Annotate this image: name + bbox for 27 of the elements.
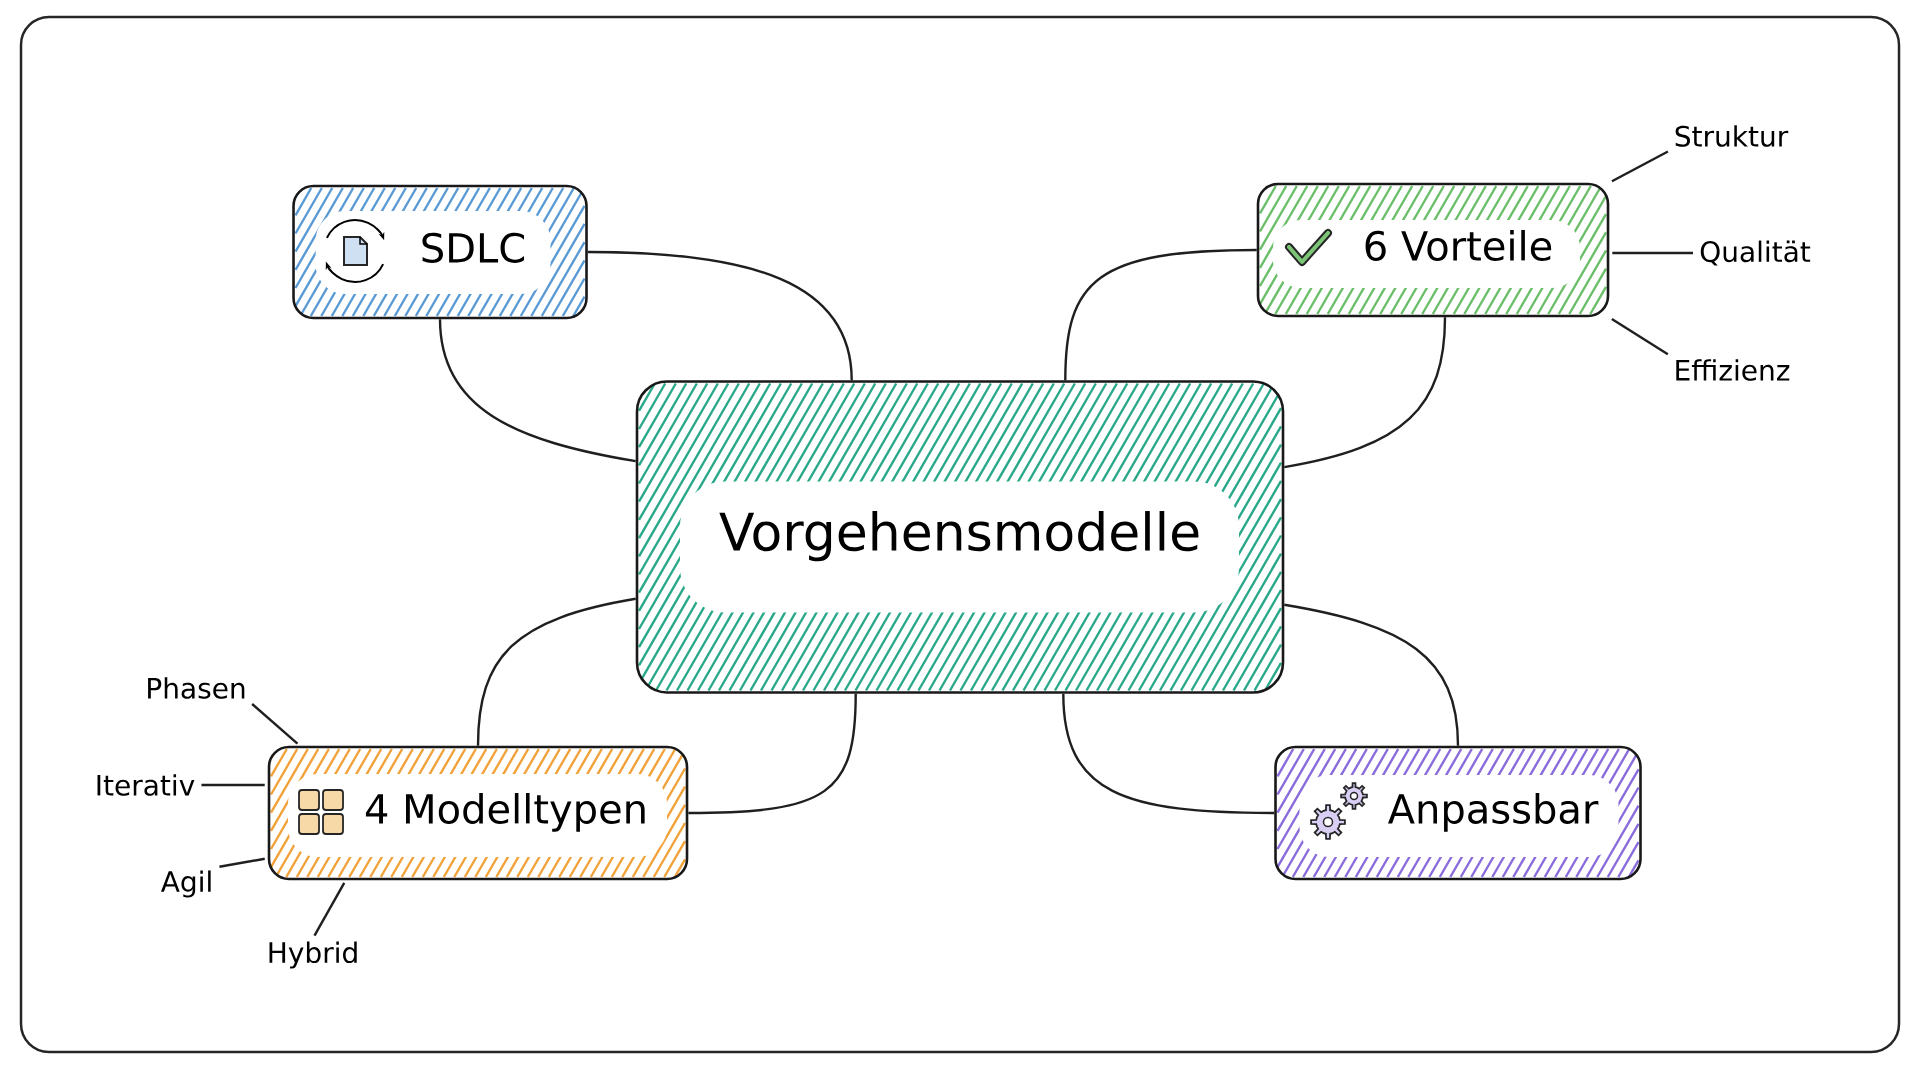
- branch-label: Effizienz: [1676, 359, 1790, 381]
- connector: [1064, 248, 1257, 381]
- leader-line: [313, 882, 346, 937]
- leader-line: [201, 783, 265, 787]
- branch-label: Struktur: [1675, 125, 1789, 147]
- topic-box: SDLC: [292, 184, 588, 320]
- connector: [1062, 693, 1275, 815]
- leader-line: [1611, 150, 1669, 183]
- leader-line: [1611, 317, 1669, 356]
- leader-line: [219, 857, 265, 868]
- branch-label: Iterativ: [97, 774, 195, 796]
- connector: [1284, 317, 1447, 469]
- topic-box: Anpassbar: [1274, 745, 1642, 881]
- leader-line: [251, 703, 299, 745]
- topic-box: 6 Vorteile: [1256, 182, 1610, 318]
- connector: [688, 693, 857, 815]
- connector: [587, 250, 853, 381]
- connector: [1284, 603, 1460, 746]
- branch-label: Agil: [161, 870, 211, 898]
- connector: [438, 319, 636, 463]
- topic-box: 4 Modelltypen: [267, 745, 689, 881]
- connector: [476, 597, 636, 746]
- branch-label: Phasen: [148, 677, 245, 699]
- branch-label: Hybrid: [269, 941, 357, 969]
- leader-line: [1612, 251, 1693, 255]
- central-topic-box: Vorgehensmodelle: [635, 380, 1285, 694]
- branch-label: Qualität: [1700, 240, 1811, 266]
